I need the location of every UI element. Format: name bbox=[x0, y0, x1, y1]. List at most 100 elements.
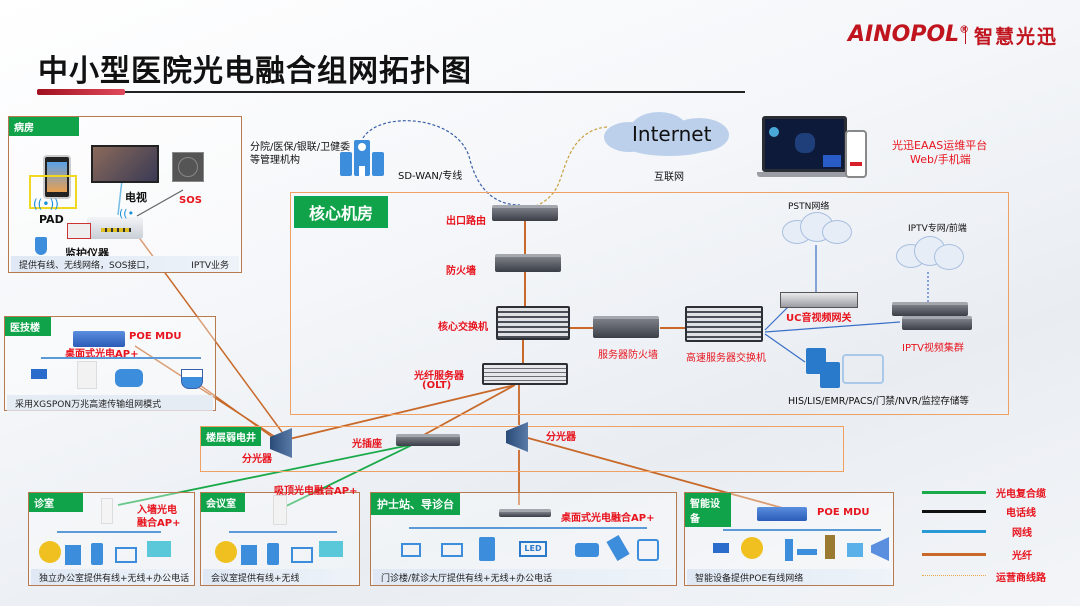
clinic-lan-bus bbox=[57, 531, 161, 533]
nurse-ap-label: 桌面式光电融合AP+ bbox=[561, 513, 655, 524]
pstn-label: PSTN网络 bbox=[788, 202, 830, 212]
ward-caption: 提供有线、无线网络，SOS接口， IPTV业务 bbox=[11, 256, 239, 272]
legend: 光电复合缆 电话线 网线 光纤 运营商线路 bbox=[920, 484, 1080, 594]
uc-gateway-label: UC音视频网关 bbox=[786, 313, 852, 324]
legend-swatch-fiber bbox=[922, 553, 986, 556]
clinic-caption: 独立办公室提供有线+无线+办公电话 bbox=[31, 569, 192, 585]
iptv-cluster-label: IPTV视频集群 bbox=[902, 343, 964, 354]
legend-swatch-ethernet bbox=[922, 530, 986, 533]
laptop-icon bbox=[291, 547, 313, 563]
ward-caption-text: 提供有线、无线网络，SOS接口， bbox=[19, 261, 155, 271]
user-icon bbox=[215, 541, 237, 563]
nurse-lan-bus bbox=[409, 527, 647, 529]
server-switch-label: 高速服务器交换机 bbox=[686, 353, 766, 364]
legend-label-carrier-line: 运营商线路 bbox=[996, 573, 1046, 584]
iptv-cluster-device-1[interactable] bbox=[892, 302, 968, 316]
laptop-dashboard-icon bbox=[762, 116, 847, 172]
led-display-icon: LED bbox=[519, 541, 547, 557]
legend-swatch-phone-line bbox=[922, 510, 986, 513]
pad-outline bbox=[29, 175, 77, 209]
meeting-lan-bus bbox=[229, 531, 337, 533]
internet-label: Internet bbox=[632, 122, 712, 146]
user-icon bbox=[39, 541, 61, 563]
smart-section: 智能设备 POE MDU 智能设备提供POE有线网络 bbox=[684, 492, 894, 586]
olt-device[interactable] bbox=[482, 363, 568, 385]
firewall-device[interactable] bbox=[495, 254, 561, 272]
core-switch-device[interactable] bbox=[496, 306, 570, 340]
phone-app-icon bbox=[845, 130, 867, 178]
uc-gateway-device[interactable] bbox=[780, 292, 858, 308]
pstn-cloud bbox=[782, 212, 852, 246]
wifi-icon: ((•)) bbox=[33, 197, 59, 211]
tablet-icon bbox=[267, 543, 279, 565]
legend-swatch-carrier-line bbox=[922, 575, 986, 576]
brand-name: AINOPOL bbox=[848, 22, 960, 47]
router-wifi-icon: ((• bbox=[119, 207, 135, 220]
server-firewall-device[interactable] bbox=[593, 316, 659, 338]
smart-tag: 智能设备 bbox=[685, 493, 731, 527]
projector-screen-icon bbox=[147, 541, 171, 557]
legend-label-phone-line: 电话线 bbox=[1006, 508, 1036, 519]
meeting-ap-label: 吸顶光电融合AP+ bbox=[274, 486, 358, 497]
server-switch-device[interactable] bbox=[685, 306, 763, 342]
clinic-tag: 诊室 bbox=[29, 493, 83, 512]
legend-label-fiber: 光纤 bbox=[1012, 551, 1032, 562]
splitter-right-label: 分光器 bbox=[546, 432, 576, 443]
iv-drip-icon bbox=[35, 237, 47, 255]
legend-swatch-composite bbox=[922, 491, 986, 494]
pad-device-icon bbox=[43, 155, 71, 199]
hospital-building-icon bbox=[340, 140, 385, 176]
clinic-section: 诊室 入墙光电 融合AP+ 独立办公室提供有线+无线+办公电话 bbox=[28, 492, 195, 586]
splitter-left-label: 分光器 bbox=[242, 454, 272, 465]
phone-icon bbox=[606, 534, 630, 562]
title-underline bbox=[125, 91, 745, 93]
intercom-icon bbox=[741, 537, 763, 559]
sdwan-label: SD-WAN/专线 bbox=[398, 171, 463, 182]
ceiling-ap-icon bbox=[273, 495, 287, 525]
door-lock-icon bbox=[825, 535, 835, 559]
storage-servers-icon bbox=[806, 348, 886, 390]
floor-shaft-tag: 楼层弱电井 bbox=[201, 427, 261, 446]
meeting-tag: 会议室 bbox=[201, 493, 245, 512]
firewall-label: 防火墙 bbox=[446, 266, 476, 277]
tv-icon bbox=[91, 145, 159, 183]
iptv-cloud bbox=[896, 236, 964, 272]
internet-cloud: Internet bbox=[604, 112, 732, 156]
brand-separator bbox=[965, 26, 966, 44]
sos-button-icon bbox=[172, 152, 204, 182]
exit-router-device[interactable] bbox=[492, 205, 558, 221]
nurse-tag: 护士站、导诊台 bbox=[371, 493, 460, 515]
smart-caption: 智能设备提供POE有线网络 bbox=[687, 569, 891, 585]
optical-socket-label: 光插座 bbox=[352, 439, 382, 450]
speaker-icon bbox=[871, 537, 889, 561]
monitor-device-icon bbox=[67, 223, 91, 239]
wall-ap-icon bbox=[77, 361, 97, 389]
eaas-label-line2: Web/手机端 bbox=[910, 153, 971, 166]
core-room-section: 核心机房 bbox=[290, 192, 1009, 415]
splitter-left-icon bbox=[270, 428, 292, 458]
medtech-section: 医技楼 POE MDU 桌面式光电AP+ 采用XGSPON万兆高速传输组网模式 bbox=[4, 316, 216, 411]
internet-cn-label: 互联网 bbox=[654, 172, 684, 183]
laptop-icon bbox=[115, 547, 137, 563]
desktop-pc-icon bbox=[401, 543, 421, 557]
ward-section: 病房 ((•)) PAD 电视 SOS ((• 监护仪器 提供有线、无线网络，S… bbox=[8, 116, 242, 273]
in-wall-ap-icon bbox=[101, 498, 113, 524]
nurse-caption: 门诊楼/就诊大厅提供有线+无线+办公电话 bbox=[373, 569, 674, 585]
poe-mdu-icon bbox=[73, 331, 125, 347]
legend-label-composite: 光电复合缆 bbox=[996, 489, 1046, 500]
optical-socket-device[interactable] bbox=[396, 434, 460, 446]
clinic-ap-line1: 入墙光电 bbox=[137, 505, 177, 516]
tablet-icon bbox=[479, 537, 495, 561]
medtech-caption: 采用XGSPON万兆高速传输组网模式 bbox=[7, 395, 213, 411]
legend-label-ethernet: 网线 bbox=[1012, 528, 1032, 539]
meeting-caption: 会议室提供有线+无线 bbox=[203, 569, 357, 585]
ward-caption-right: IPTV业务 bbox=[191, 261, 229, 271]
desktop-ap-device[interactable] bbox=[499, 509, 551, 517]
camera-icon bbox=[713, 543, 729, 553]
smart-poe-label: POE MDU bbox=[817, 507, 870, 518]
iptv-cloud-label: IPTV专网/前端 bbox=[908, 224, 967, 234]
olt-label-line1: 光纤服务器 bbox=[414, 371, 464, 382]
nurse-section: 护士站、导诊台 桌面式光电融合AP+ LED 门诊楼/就诊大厅提供有线+无线+办… bbox=[370, 492, 677, 586]
iptv-cluster-device-2[interactable] bbox=[902, 316, 972, 330]
splitter-right-icon bbox=[506, 422, 528, 452]
